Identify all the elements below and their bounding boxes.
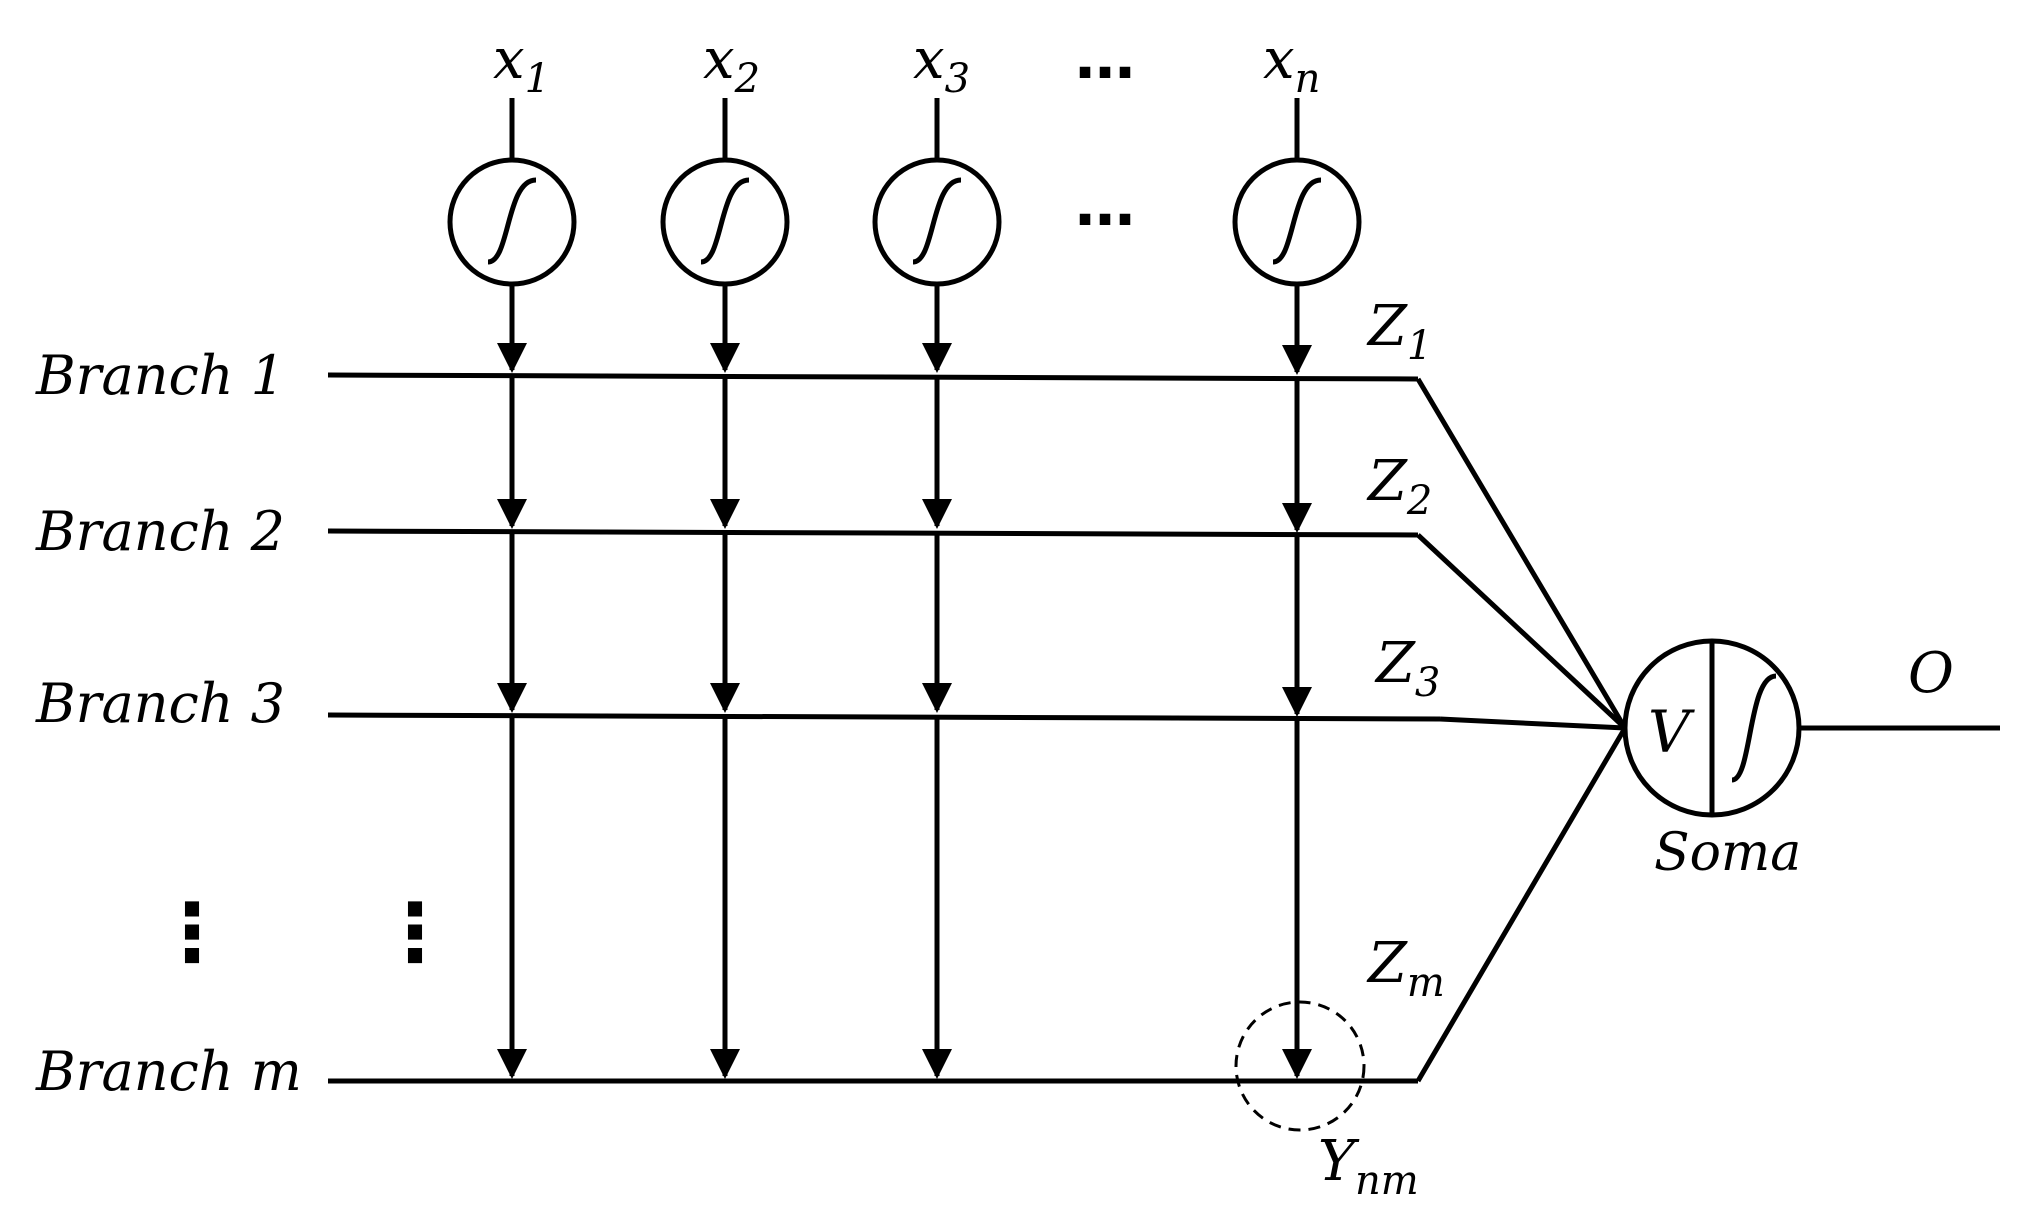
converge-line-z1 <box>1415 377 1628 730</box>
synapse-label-ynm: Ynm <box>1318 1129 1419 1204</box>
branch-line-1 <box>327 372 1419 382</box>
synapse-highlight-circle <box>1234 1000 1366 1132</box>
branch-label-m: Branch m <box>35 1040 302 1103</box>
branch-vertical-ellipsis: ⋮ <box>152 886 232 979</box>
sigmoid-node-x2 <box>660 157 790 287</box>
branch-label-1: Branch 1 <box>35 344 285 407</box>
sigmoid-ellipsis: … <box>1075 170 1135 240</box>
converge-line-z3 <box>1439 716 1626 731</box>
input-label-x1: x1 <box>493 27 550 102</box>
z-label-1: Z1 <box>1366 294 1432 369</box>
input-ellipsis: … <box>1075 23 1135 93</box>
branch-line-3 <box>327 712 1441 722</box>
soma-label: Soma <box>1654 823 1801 883</box>
branch-line-2 <box>327 528 1419 538</box>
z-label-3: Z3 <box>1374 631 1440 706</box>
z-label-2: Z2 <box>1366 449 1432 524</box>
converge-line-zm <box>1415 726 1628 1083</box>
input-label-x2: x2 <box>703 27 760 102</box>
output-label: O <box>1908 641 1954 706</box>
branch-vertical-ellipsis-2: ⋮ <box>375 886 455 979</box>
sigmoid-node-x3 <box>872 157 1002 287</box>
z-label-m: Zm <box>1366 931 1445 1006</box>
soma-v-symbol: V <box>1648 698 1695 766</box>
input-label-x3: x3 <box>913 27 970 102</box>
converge-line-z2 <box>1416 533 1627 730</box>
sigmoid-node-xn <box>1232 157 1362 287</box>
sigmoid-node-x1 <box>447 157 577 287</box>
input-label-xn: xn <box>1263 27 1320 102</box>
branch-label-3: Branch 3 <box>35 672 285 735</box>
branch-label-2: Branch 2 <box>35 500 285 563</box>
